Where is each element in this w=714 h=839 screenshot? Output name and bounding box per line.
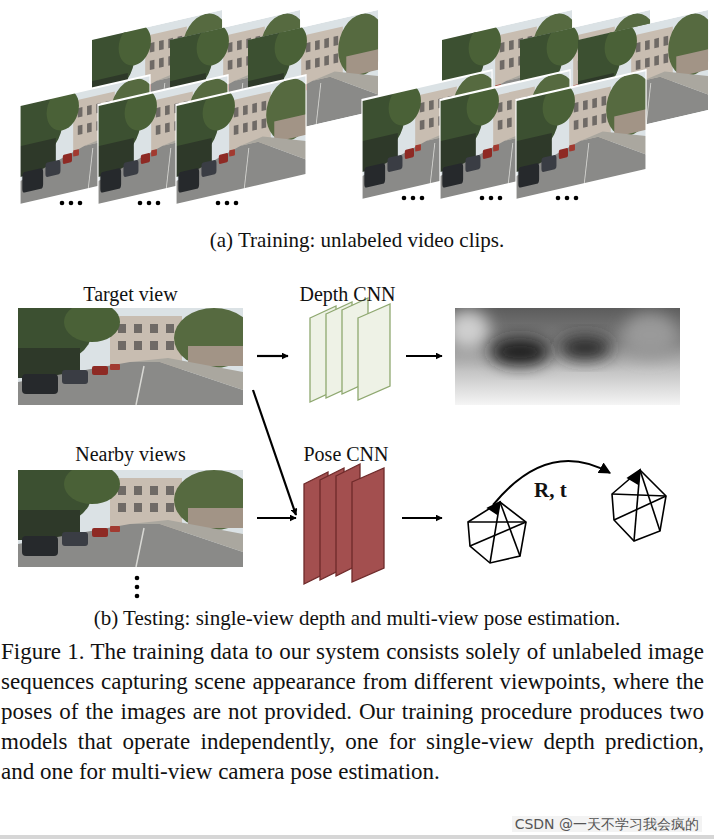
pose-label: R, t: [534, 478, 567, 502]
ellipsis-dots: [60, 201, 65, 206]
camera-left: [470, 522, 526, 546]
ellipsis-dots: [78, 201, 83, 206]
ellipsis-dots: [147, 201, 152, 206]
camera-left: [468, 521, 526, 523]
node-label: Nearby views: [18, 443, 243, 465]
ellipsis-dots: [565, 196, 570, 201]
depth-map: [455, 308, 680, 405]
camera-left: [468, 502, 526, 563]
camera-right: [612, 470, 666, 541]
ellipsis-dots: [216, 201, 221, 206]
bottom-strip: [0, 835, 714, 839]
node-label: Target view: [18, 283, 243, 305]
cnn-block: Pose CNN: [292, 443, 400, 583]
vertical-dots: [135, 594, 140, 599]
vertical-dots: [135, 576, 140, 581]
cnn-block: Depth CNN: [290, 283, 405, 405]
ellipsis-dots: [225, 201, 230, 206]
depth-map: [490, 338, 550, 366]
ellipsis-dots: [411, 196, 416, 201]
video-frames: [10, 0, 714, 207]
video-frames: [516, 70, 646, 200]
depth-map: [559, 336, 611, 360]
vertical-dots: [135, 576, 140, 599]
ellipsis-dots: [138, 201, 143, 206]
output-arrow: [406, 355, 442, 357]
ellipsis-dots: [60, 196, 579, 206]
subfigure-caption: (a) Training: unlabeled video clips.: [0, 228, 714, 252]
motion-arrow: [493, 461, 610, 505]
video-frames: [166, 65, 313, 207]
ellipsis-dots: [498, 196, 503, 201]
subfigure-caption: (b) Testing: single-view depth and multi…: [0, 606, 714, 630]
ellipsis-dots: [420, 196, 425, 201]
pose-cnn-layers: [352, 468, 384, 582]
pose-cnn-layers: [304, 464, 384, 584]
image-panel: Target view: [18, 283, 243, 405]
ellipsis-dots: [156, 201, 161, 206]
image-panel: Nearby views: [18, 443, 243, 565]
depth-map: [455, 310, 490, 350]
target-image: [0, 300, 254, 405]
ellipsis-dots: [489, 196, 494, 201]
ellipsis-dots: [480, 196, 485, 201]
camera-right: [640, 470, 660, 531]
camera-right: [628, 470, 640, 484]
depth-map: [455, 308, 680, 405]
watermark: CSDN @一天不学习我会疯的: [512, 816, 702, 832]
nearby-image: [0, 462, 254, 567]
camera-left: [500, 502, 520, 556]
camera-right: [612, 494, 666, 496]
camera-left: [468, 502, 526, 563]
ellipsis-dots: [556, 196, 561, 201]
video-frames: [506, 60, 653, 202]
output-arrow: [402, 517, 442, 519]
flow-arrow: [257, 355, 288, 357]
figure-caption: Figure 1. The training data to our syste…: [1, 637, 704, 787]
ellipsis-dots: [234, 201, 239, 206]
ellipsis-dots: [402, 196, 407, 201]
depth-map: [622, 313, 678, 357]
ellipsis-dots: [574, 196, 579, 201]
flow-arrow: [253, 390, 296, 515]
ellipsis-dots: [69, 201, 74, 206]
camera-right: [612, 470, 666, 541]
node-label: Depth CNN: [290, 283, 405, 305]
video-frames: [176, 75, 306, 205]
flow-arrow: [257, 517, 296, 519]
vertical-dots: [135, 585, 140, 590]
depth-cnn-layers: [310, 298, 390, 402]
camera-right: [614, 496, 666, 520]
node-label: Pose CNN: [292, 443, 400, 465]
depth-cnn-layers: [358, 304, 390, 400]
